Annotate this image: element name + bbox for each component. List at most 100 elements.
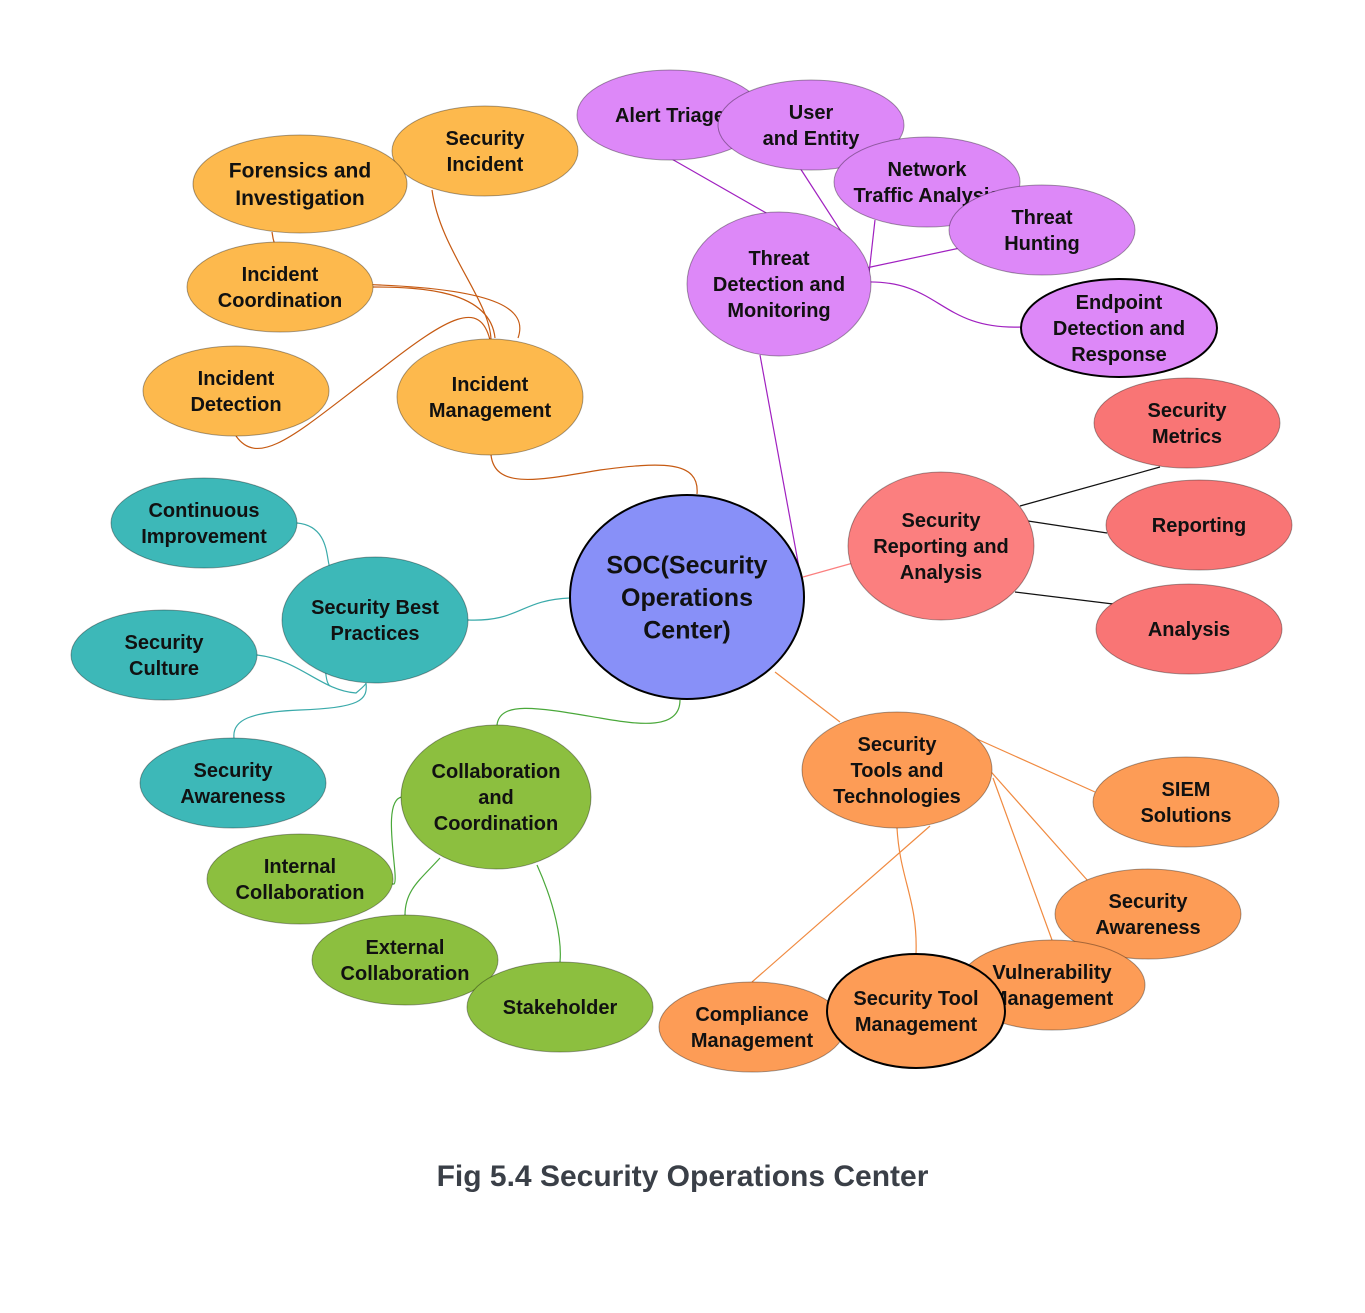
node-shape (70, 609, 258, 701)
node-label: User (789, 102, 834, 124)
connector-line (865, 247, 961, 269)
node-label: Awareness (1095, 917, 1200, 939)
connector-line (984, 764, 1089, 882)
connector-line (992, 777, 1053, 941)
connector-line (967, 734, 1096, 793)
node-label: Metrics (1152, 426, 1222, 448)
node-shape (142, 345, 330, 437)
node-label: Security (1109, 891, 1189, 913)
node-label: Security (125, 632, 205, 654)
connector-line (1014, 591, 1114, 605)
node-shape (717, 79, 905, 171)
node-label: Monitoring (727, 300, 830, 322)
node-shape (1093, 377, 1281, 469)
node-shape (686, 211, 872, 357)
connector-line (467, 597, 571, 621)
connector-line (1019, 466, 1161, 507)
node-label: Security (858, 734, 938, 756)
node-shape (1095, 583, 1283, 675)
node-label: Reporting (1152, 515, 1246, 537)
connector-line (802, 562, 854, 578)
node-label: Compliance (695, 1004, 808, 1026)
node-shape (139, 737, 327, 829)
node-shape (1105, 479, 1293, 571)
mind-map-nodes: IncidentManagementSecurityIncidentForens… (70, 69, 1293, 1073)
node-label: Security (194, 760, 274, 782)
node-label: Endpoint (1076, 292, 1163, 314)
node-label: Detection and (1053, 318, 1185, 340)
node-shape (658, 981, 846, 1073)
node-alert-triage: Alert Triage (576, 69, 764, 161)
node-label: and (478, 787, 514, 809)
node-label: Management (691, 1030, 814, 1052)
node-label: Reporting and (873, 536, 1009, 558)
connector-line (296, 522, 331, 569)
node-label: Operations (621, 584, 753, 612)
connector-line (233, 682, 367, 739)
node-label: Hunting (1004, 233, 1080, 255)
node-shape (391, 105, 579, 197)
node-shape (110, 477, 298, 569)
node-shape (948, 184, 1136, 276)
node-label: Security Tool (853, 988, 978, 1010)
node-shape (1092, 756, 1280, 848)
connector-line (896, 827, 917, 955)
node-shape (847, 471, 1035, 621)
node-label: Improvement (141, 526, 267, 548)
node-shape (281, 556, 469, 684)
node-label: Detection (190, 394, 281, 416)
node-label: Incident (242, 264, 319, 286)
connector-line (235, 316, 491, 450)
node-label: Management (855, 1014, 978, 1036)
node-shape (801, 711, 993, 829)
connector-line (372, 286, 496, 339)
node-shape (569, 494, 805, 700)
figure-caption: Fig 5.4 Security Operations Center (436, 1160, 929, 1193)
node-label: Investigation (235, 187, 365, 210)
node-label: Incident (452, 374, 529, 396)
node-label: Culture (129, 658, 199, 680)
node-shape (186, 241, 374, 333)
node-stakeholder: Stakeholder (466, 961, 654, 1053)
node-reporting: Reporting (1105, 479, 1293, 571)
node-label: Collaboration (341, 963, 470, 985)
node-shape (311, 914, 499, 1006)
node-label: Center) (643, 616, 731, 644)
connector-lines (233, 157, 1161, 983)
connector-line (774, 671, 841, 723)
connector-line (490, 454, 698, 495)
node-label: SOC(Security (606, 551, 767, 579)
node-analysis: Analysis (1095, 583, 1283, 675)
node-shape (192, 134, 408, 234)
node-label: Analysis (900, 562, 982, 584)
node-label: Coordination (218, 290, 342, 312)
node-shape (396, 338, 584, 456)
node-label: Vulnerability (992, 962, 1112, 984)
connector-line (496, 699, 681, 726)
node-label: Forensics and (229, 160, 371, 183)
node-label: Analysis (1148, 619, 1230, 641)
node-label: Detection and (713, 274, 845, 296)
node-label: Solutions (1140, 805, 1231, 827)
node-label: Incident (447, 154, 524, 176)
node-label: Practices (331, 623, 420, 645)
